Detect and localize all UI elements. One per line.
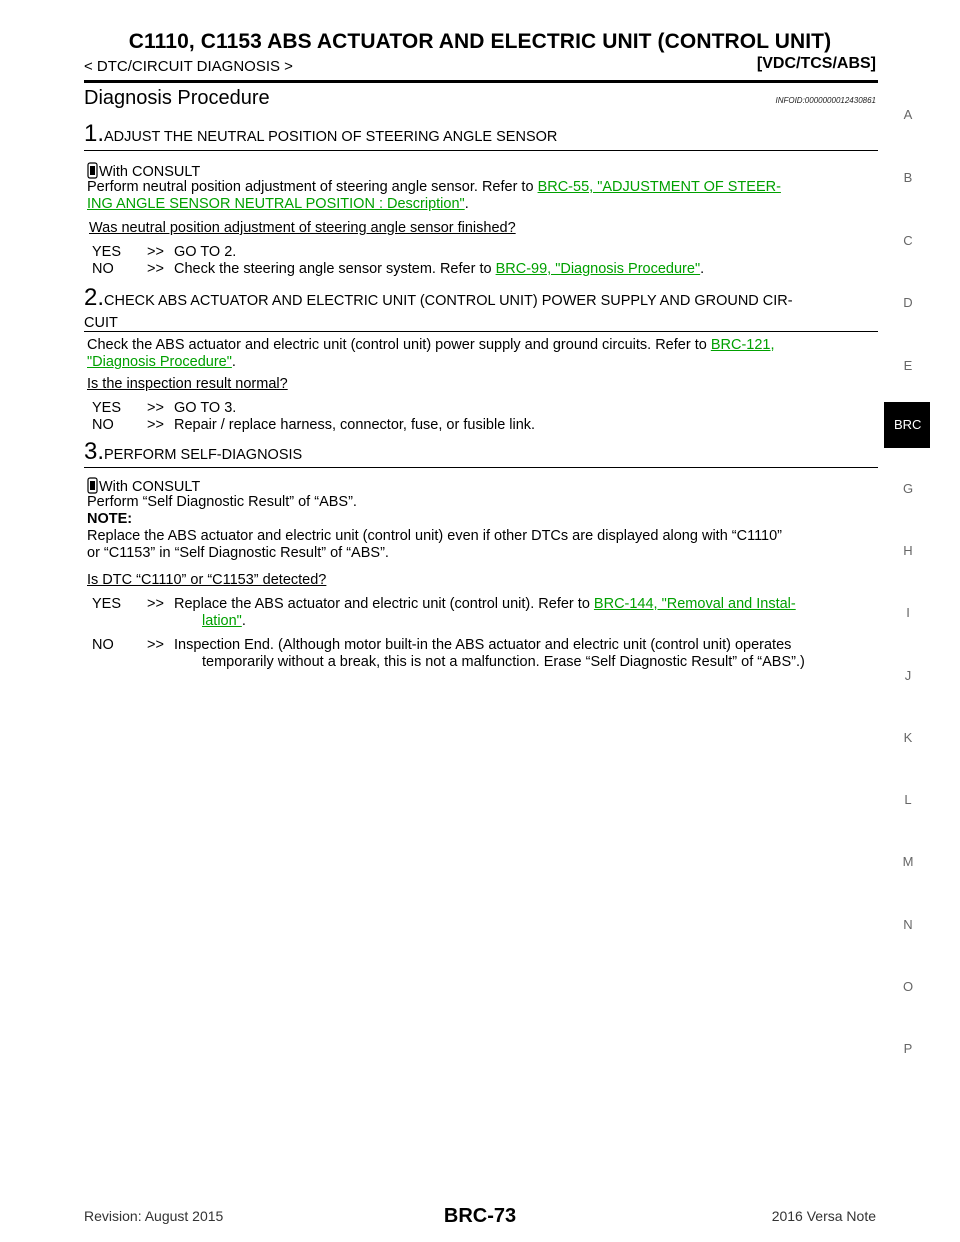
step-2-body: Check the ABS actuator and electric unit… [87, 337, 775, 370]
step-title: CHECK ABS ACTUATOR AND ELECTRIC UNIT (CO… [104, 293, 793, 309]
page-title: C1110, C1153 ABS ACTUATOR AND ELECTRIC U… [128, 30, 832, 53]
index-tab-i[interactable]: I [906, 605, 910, 620]
step-rule [84, 467, 878, 468]
answer-yes: YES>>GO TO 2. [92, 244, 237, 260]
index-tab-b[interactable]: B [903, 170, 913, 185]
step-3-body: Perform “Self Diagnostic Result” of “ABS… [87, 494, 783, 561]
index-tab-k[interactable]: K [903, 730, 913, 745]
step-3-consult: With CONSULT [87, 477, 879, 496]
consult-device-icon [87, 477, 98, 494]
index-tab-n[interactable]: N [903, 917, 913, 932]
step-title: ADJUST THE NEUTRAL POSITION OF STEERING … [104, 129, 558, 145]
index-tab-brc-active[interactable]: BRC [884, 402, 930, 448]
answer-no: NO>>Check the steering angle sensor syst… [92, 261, 705, 277]
ref-link-brc-144-cont[interactable]: lation" [202, 613, 242, 629]
ref-link-brc-55-cont[interactable]: ING ANGLE SENSOR NEUTRAL POSITION : Desc… [87, 196, 465, 212]
answer-yes: YES>>GO TO 3. [92, 400, 237, 416]
step-rule [84, 331, 878, 332]
index-tab-a[interactable]: A [903, 107, 913, 122]
step-number: 2. [84, 284, 105, 311]
step-2-heading: 2.CHECK ABS ACTUATOR AND ELECTRIC UNIT (… [84, 284, 793, 332]
model-year: 2016 Versa Note [771, 1208, 876, 1224]
index-tab-h[interactable]: H [903, 543, 913, 558]
index-tab-d[interactable]: D [903, 295, 913, 310]
answer-no: NO>>Inspection End. (Although motor buil… [92, 637, 805, 670]
index-tab-m[interactable]: M [902, 854, 914, 869]
index-tab-p[interactable]: P [903, 1041, 913, 1056]
header-rule [84, 80, 878, 83]
consult-device-icon [87, 162, 98, 179]
index-tab-l[interactable]: L [904, 792, 912, 807]
answer-no: NO>>Repair / replace harness, connector,… [92, 417, 536, 433]
ref-link-brc-55[interactable]: BRC-55, "ADJUSTMENT OF STEER- [537, 179, 781, 195]
breadcrumb: < DTC/CIRCUIT DIAGNOSIS > [84, 58, 293, 75]
revision-date: Revision: August 2015 [84, 1208, 224, 1224]
step-1-consult: With CONSULT [87, 162, 879, 181]
step-title: PERFORM SELF-DIAGNOSIS [104, 447, 303, 463]
step-3-heading: 3.PERFORM SELF-DIAGNOSIS [84, 438, 878, 466]
ref-link-brc-121[interactable]: BRC-121, [710, 337, 775, 353]
step-2-question: Is the inspection result normal? [87, 376, 288, 392]
info-id: INFOID:0000000012430861 [775, 96, 876, 105]
ref-link-brc-99[interactable]: BRC-99, "Diagnosis Procedure" [495, 261, 701, 277]
section-tag: [VDC/TCS/ABS] [756, 55, 876, 72]
step-number: 3. [84, 438, 105, 465]
step-3-question: Is DTC “C1110” or “C1153” detected? [87, 572, 327, 588]
step-number: 1. [84, 120, 105, 147]
answer-yes: YES>>Replace the ABS actuator and electr… [92, 596, 796, 629]
step-1-heading: 1.ADJUST THE NEUTRAL POSITION OF STEERIN… [84, 120, 878, 148]
ref-link-brc-121-cont[interactable]: "Diagnosis Procedure" [87, 354, 232, 370]
step-1-question: Was neutral position adjustment of steer… [89, 220, 516, 236]
note-label: NOTE: [87, 511, 133, 527]
index-tab-e[interactable]: E [903, 358, 913, 373]
index-tab-o[interactable]: O [902, 979, 914, 994]
page-number: BRC-73 [443, 1205, 517, 1227]
step-1-body: Perform neutral position adjustment of s… [87, 179, 781, 212]
index-tab-j[interactable]: J [904, 668, 912, 683]
section-heading: Diagnosis Procedure [84, 87, 270, 109]
index-tab-g[interactable]: G [902, 481, 914, 496]
ref-link-brc-144[interactable]: BRC-144, "Removal and Instal- [593, 596, 796, 612]
index-tab-c[interactable]: C [903, 233, 913, 248]
step-rule [84, 150, 878, 151]
